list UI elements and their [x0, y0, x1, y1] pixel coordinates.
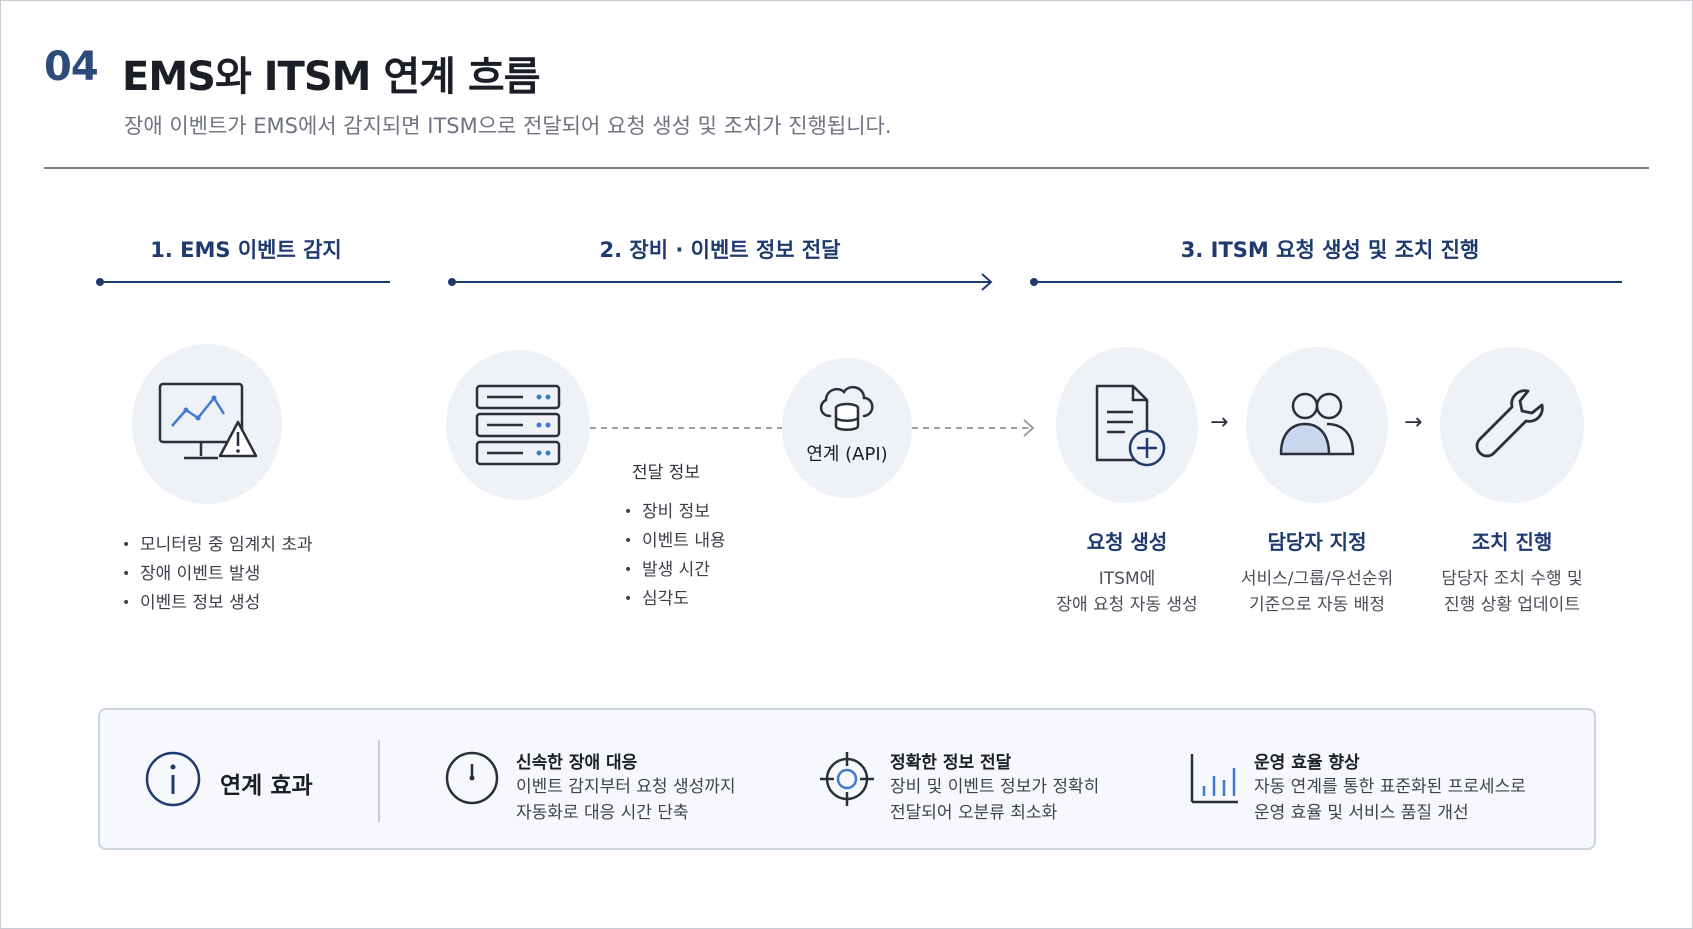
arrow-right-icon: →	[1210, 410, 1229, 435]
section-label-itsm: 3. ITSM 요청 생성 및 조치 진행	[1180, 238, 1480, 262]
target-icon	[820, 752, 874, 806]
monitor-alert-icon	[158, 382, 258, 460]
list-item: 이벤트 정보 생성	[122, 589, 313, 618]
server-icon	[475, 384, 561, 466]
transfer-info-list: 장비 정보 이벤트 내용 발생 시간 심각도	[624, 498, 726, 614]
ems-icon-circle	[132, 344, 282, 504]
effect-desc-efficiency: 자동 연계를 통한 표준화된 프로세스로 운영 효율 및 서비스 품질 개선	[1254, 777, 1526, 823]
bar-chart-icon	[1190, 754, 1238, 804]
server-icon-circle	[446, 350, 590, 500]
clock-icon	[445, 751, 499, 805]
section-lines	[96, 273, 1622, 291]
dashed-connectors	[590, 419, 1035, 437]
section-line-ems	[96, 278, 390, 286]
list-item: 발생 시간	[624, 556, 726, 585]
list-item: 장비 정보	[624, 498, 726, 527]
api-label: 연계 (API)	[806, 444, 888, 465]
ems-bullets: 모니터링 중 임계치 초과 장애 이벤트 발생 이벤트 정보 생성	[122, 531, 313, 618]
effect-desc-accuracy: 장비 및 이벤트 정보가 정확히 전달되어 오분류 최소화	[890, 777, 1100, 823]
step-title-assignee: 담당자 지정	[1267, 530, 1367, 554]
arrow-right-icon: →	[1404, 410, 1423, 435]
step-desc-assignee: 서비스/그룹/우선순위 기준으로 자동 배정	[1240, 569, 1394, 615]
wrench-icon	[1475, 389, 1544, 458]
section-line-itsm	[1030, 278, 1622, 286]
info-icon	[145, 751, 201, 807]
document-add-icon	[1095, 384, 1166, 467]
page-subtitle: 장애 이벤트가 EMS에서 감지되면 ITSM으로 전달되어 요청 생성 및 조…	[124, 114, 892, 138]
list-item: 이벤트 내용	[624, 527, 726, 556]
users-icon	[1279, 392, 1355, 456]
section-label-transfer: 2. 장비 · 이벤트 정보 전달	[599, 238, 841, 262]
assignee-icon-circle	[1246, 347, 1388, 503]
step-desc-action: 담당자 조치 수행 및 진행 상황 업데이트	[1441, 569, 1583, 615]
page-title: EMS와 ITSM 연계 흐름	[122, 54, 540, 100]
effects-panel	[98, 708, 1596, 850]
action-icon-circle	[1440, 347, 1584, 503]
step-title-action: 조치 진행	[1471, 530, 1553, 554]
effect-title-accuracy: 정확한 정보 전달	[890, 753, 1012, 773]
cloud-database-icon	[819, 385, 874, 431]
effects-divider	[378, 740, 380, 822]
list-item: 장애 이벤트 발생	[122, 560, 313, 589]
effects-label: 연계 효과	[220, 773, 313, 799]
section-number: 04	[44, 44, 99, 90]
request-icon-circle	[1056, 347, 1198, 503]
effect-title-efficiency: 운영 효율 향상	[1254, 753, 1360, 773]
api-node-circle: 연계 (API)	[782, 358, 912, 498]
list-item: 모니터링 중 임계치 초과	[122, 531, 313, 560]
step-desc-request: ITSM에 장애 요청 자동 생성	[1056, 569, 1198, 615]
effect-title-response: 신속한 장애 대응	[516, 753, 638, 773]
connector-arrow-head	[1023, 419, 1035, 437]
list-item: 심각도	[624, 585, 726, 614]
step-title-request: 요청 생성	[1086, 530, 1168, 554]
transfer-info-title: 전달 정보	[632, 463, 700, 483]
effect-desc-response: 이벤트 감지부터 요청 생성까지 자동화로 대응 시간 단축	[516, 777, 736, 823]
section-label-ems: 1. EMS 이벤트 감지	[150, 238, 342, 262]
section-line-transfer	[448, 273, 993, 291]
header-divider	[44, 167, 1649, 169]
